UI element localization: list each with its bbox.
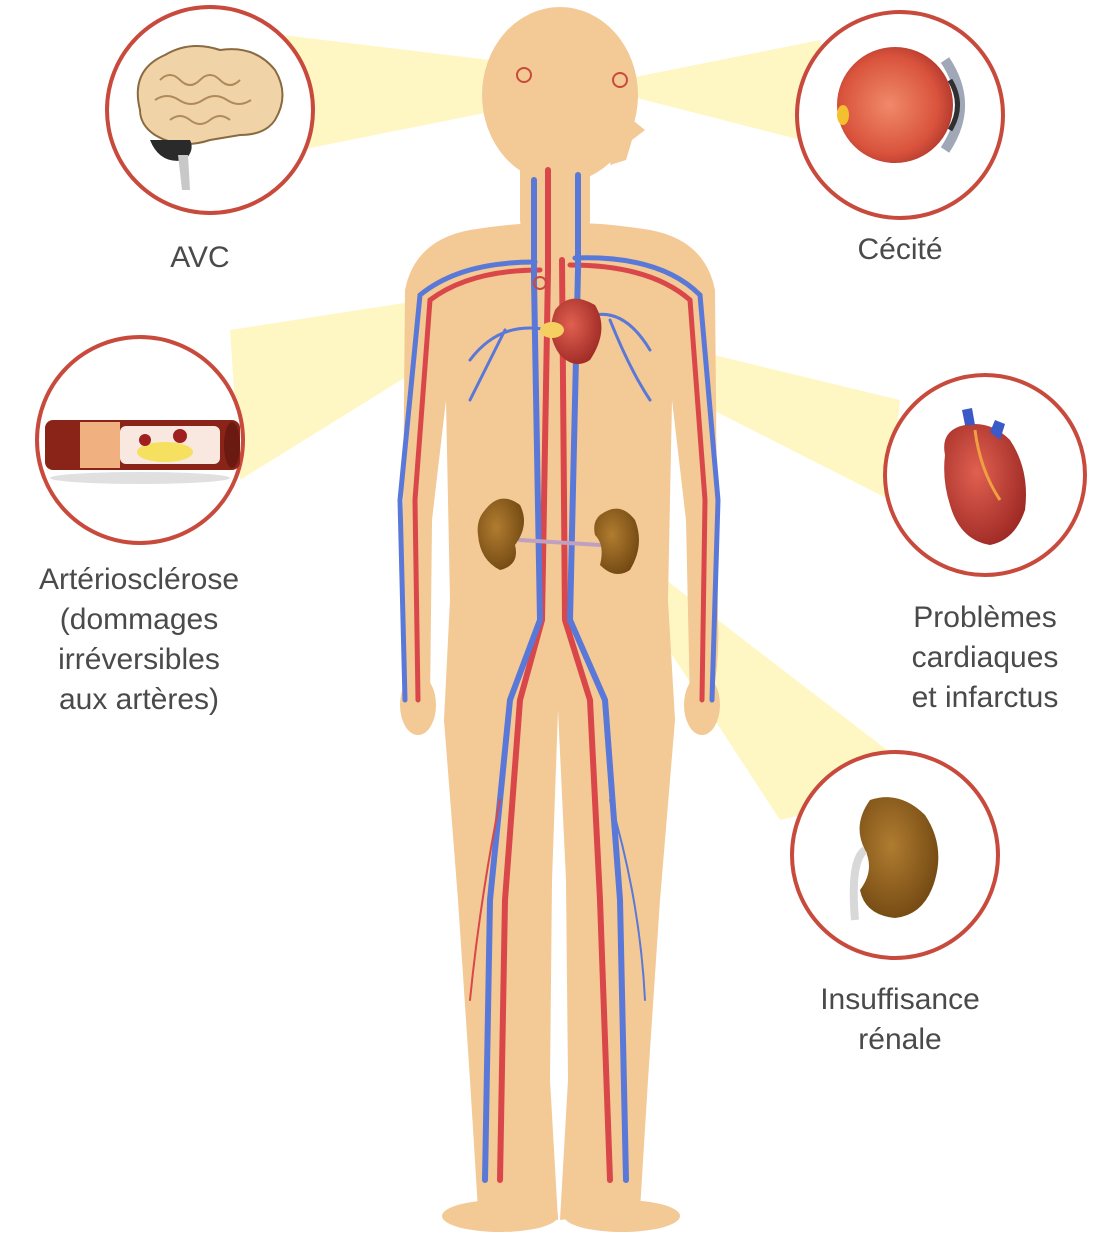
blindness-label: Cécité: [800, 230, 1000, 270]
label-line: (dommages: [0, 600, 284, 640]
artery-circle: [37, 337, 243, 543]
label-line: Problèmes: [860, 598, 1097, 638]
brain-circle: [107, 7, 313, 213]
arteriosclerosis-label: Artériosclérose(dommagesirréversiblesaux…: [0, 560, 284, 720]
label-line: aux artères): [0, 680, 284, 720]
eye-circle: [797, 12, 1003, 218]
label-line: irréversibles: [0, 640, 284, 680]
heart-circle: [885, 375, 1085, 575]
kidney-failure-label: Insuffisancerénale: [770, 980, 1030, 1060]
label-line: cardiaques: [860, 638, 1097, 678]
stroke-label: AVC: [100, 238, 300, 278]
label-line: Cécité: [800, 230, 1000, 270]
label-line: et infarctus: [860, 678, 1097, 718]
label-line: Insuffisance: [770, 980, 1030, 1020]
heart-problems-label: Problèmescardiaqueset infarctus: [860, 598, 1097, 718]
kidney-circle: [792, 752, 998, 958]
label-line: AVC: [100, 238, 300, 278]
artery-plaque-icon: [45, 420, 240, 484]
label-line: rénale: [770, 1020, 1030, 1060]
label-line: Artériosclérose: [0, 560, 284, 600]
